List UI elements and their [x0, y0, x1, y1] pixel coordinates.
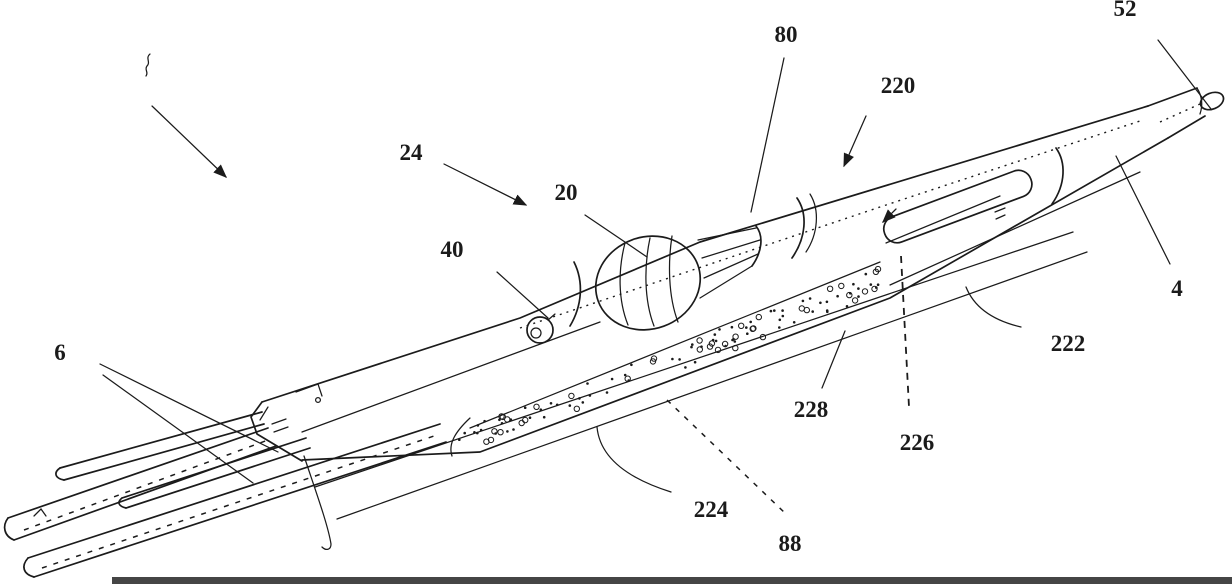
leader-4	[1115, 155, 1171, 265]
screw-head	[526, 313, 556, 344]
cone-transition	[697, 225, 762, 299]
ref-label-88: 88	[779, 531, 802, 556]
slot-window	[882, 169, 1033, 244]
ref-label-80: 80	[775, 22, 798, 47]
wire-shafts	[3, 411, 447, 578]
ref-label-226: 226	[900, 430, 935, 455]
ref-label-52: 52	[1114, 0, 1137, 21]
leader-222	[965, 286, 1022, 328]
ref-label-24: 24	[400, 140, 424, 165]
under-rod	[303, 231, 1088, 551]
distal-tip	[1147, 87, 1225, 139]
leader-lines	[99, 39, 1212, 515]
ref-label-220: 220	[881, 73, 916, 98]
ref-label-228: 228	[794, 397, 829, 422]
leader-arrow-24	[443, 163, 528, 206]
leader-20	[584, 214, 648, 258]
leader-228	[821, 330, 846, 389]
bottom-edge-bar	[112, 577, 1232, 584]
ref-label-6: 6	[54, 340, 66, 365]
leader-80	[750, 57, 785, 213]
partial-reference-mark	[145, 53, 151, 77]
leader-arrow-220	[843, 115, 867, 168]
ref-label-222: 222	[1051, 331, 1086, 356]
proximal-collar	[250, 383, 323, 462]
leader-6b	[102, 374, 254, 484]
leader-6a	[99, 363, 279, 453]
leader-40	[496, 271, 549, 319]
assembly-arrow	[151, 105, 227, 178]
ref-label-40: 40	[441, 237, 464, 262]
leader-88-dashed	[666, 399, 787, 515]
mini-arrow	[882, 208, 897, 223]
leader-224	[596, 426, 672, 493]
ref-label-224: 224	[694, 497, 729, 522]
instrument-body	[261, 105, 1169, 461]
ref-label-4: 4	[1171, 276, 1183, 301]
reference-numerals: 80 220 52 24 20 40 6 4 222 228 226 224 8…	[54, 0, 1183, 556]
ref-label-20: 20	[555, 180, 578, 205]
leader-52	[1157, 39, 1212, 110]
knob-ball	[594, 235, 702, 331]
